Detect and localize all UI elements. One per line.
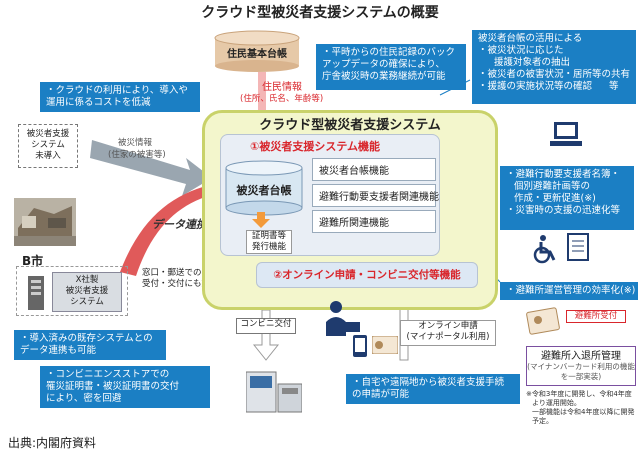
function-evacuation-support: 避難行動要支援者関連機能 [312, 184, 439, 207]
convenience-delivery-label: コンビニ交付 [236, 318, 296, 334]
document-icon [566, 232, 592, 262]
ledger-label: 被災者台帳 [236, 184, 292, 197]
victim-info-detail: (住家の被害等) [108, 150, 166, 160]
backup-note-line-1: ・平時からの住民記録のバック [322, 47, 456, 58]
resident-registry: 住民基本台帳 [214, 30, 300, 72]
ledger-usage-item-4: ・援護の実施状況等の確認 [478, 81, 593, 92]
shelter-note-mark: (※) [620, 285, 636, 296]
window-counter-text: 窓口・郵送での 受付・交付にも対応 [142, 268, 219, 290]
shelter-note: ・避難所運営管理の効率化(※) [500, 282, 638, 300]
company-x-line-2: 被災者支援 [65, 286, 109, 296]
victim-ledger: 被災者台帳 [224, 160, 304, 216]
ledger-usage-item-3: ・被災者の被害状況・居所等の共有 [478, 69, 631, 80]
footnote: ※令和3年度に開発し、令和4年度 より運用開始。 一部機能は令和4年度以降に開発… [526, 390, 634, 426]
home-application-note: ・自宅や遠隔地から被災者支援手続 の申請が可能 [346, 374, 520, 404]
convenience-note-line-1: ・コンビニエンスストアでの [46, 369, 170, 380]
online-application-box: オンライン申請 (マイナポータル利用) [400, 320, 496, 346]
id-card-icon [371, 335, 399, 355]
convenience-note-line-3: により、密を回避 [46, 393, 122, 404]
shelter-management-title: 避難所入退所管理 [541, 351, 621, 362]
convenience-arrow [252, 309, 280, 361]
computer-icon [548, 120, 584, 150]
convenience-note-line-2: 罹災証明書・被災証明書の交付 [46, 381, 180, 392]
window-counter-line-2: 受付・交付にも対応 [142, 279, 219, 289]
cloud-cost-note: ・クラウドの利用により、導入や 運用に係るコストを低減 [40, 82, 200, 112]
cloud-cost-line-1: ・クラウドの利用により、導入や [46, 85, 188, 96]
evac-note-line-3: 作成・更新促進 [514, 193, 581, 204]
footnote-line-4: 予定。 [532, 417, 553, 425]
company-x-line-3: システム [70, 297, 104, 307]
city-b-label: B市 [22, 254, 44, 268]
backup-note-line-2: アップデータの確保により、 [322, 59, 445, 70]
resident-info-title: 住民情報 [262, 82, 302, 93]
victim-info-arrow [90, 140, 212, 196]
online-app-line-2: (マイナポータル利用) [406, 332, 490, 342]
footnote-line-1: ※令和3年度に開発し、令和4年度 [526, 390, 632, 398]
online-app-line-1: オンライン申請 [418, 321, 478, 331]
certificate-box: 証明書等 発行機能 [246, 230, 292, 254]
damaged-building-image [14, 198, 76, 246]
backup-note-line-3: 庁舎被災時の業務継続が可能 [322, 71, 446, 82]
wheelchair-icon [530, 234, 560, 264]
section1-title: ①被災者支援システム機能 [250, 140, 380, 153]
not-installed-line-3: 未導入 [35, 151, 61, 161]
function-ledger: 被災者台帳機能 [312, 158, 436, 181]
evac-note-line-1: ・避難行動要支援者名簿・ [506, 169, 621, 180]
existing-system-note: ・導入済みの既存システムとの データ連携も可能 [14, 330, 166, 360]
not-installed-box: 被災者支援 システム 未導入 [18, 124, 78, 168]
kiosk-printer-icon [245, 362, 303, 414]
ledger-usage-item-5: 等 [609, 81, 619, 92]
reception-card-icon [524, 304, 564, 340]
ledger-usage-item-1: ・被災状況に応じた [478, 45, 564, 56]
victim-info-title: 被災情報 [118, 138, 153, 148]
footnote-line-2: より運用開始。 [532, 399, 581, 407]
certificate-line-1: 証明書等 [251, 231, 286, 241]
shelter-reception-badge: 避難所受付 [566, 310, 626, 323]
company-x-line-1: X社製 [75, 275, 99, 285]
shelter-management-detail-2: を一部実装) [560, 372, 602, 381]
ledger-usage-item-2: 援護対象者の抽出 [494, 57, 571, 68]
certificate-line-2: 発行機能 [251, 242, 286, 252]
certificate-arrow-icon [252, 212, 270, 228]
not-installed-line-1: 被災者支援 [26, 129, 70, 139]
cloud-cost-line-2: 運用に係るコストを低減 [46, 97, 151, 108]
ledger-usage-title: 被災者台帳の活用による [478, 33, 583, 44]
evac-note-line-3-mark: (※) [580, 193, 596, 204]
home-note-line-1: ・自宅や遠隔地から被災者支援手続 [352, 377, 505, 388]
not-installed-line-2: システム [31, 140, 65, 150]
section2-area [256, 262, 478, 288]
function-shelter: 避難所関連機能 [312, 210, 436, 233]
shelter-management-box: 避難所入退所管理 (マイナンバーカード利用の機能 を一部実装) [526, 346, 636, 386]
evacuation-note: ・避難行動要支援者名簿・ 個別避難計画等の 作成・更新促進(※) ・災害時の支援… [500, 166, 634, 230]
server-icon [26, 276, 46, 310]
shelter-note-line: ・避難所運営管理の効率化 [506, 285, 621, 296]
evac-note-line-2: 個別避難計画等の [514, 181, 591, 192]
home-note-line-2: の申請が可能 [352, 389, 410, 400]
existing-note-line-1: ・導入済みの既存システムとの [20, 333, 153, 344]
person-laptop-icon [322, 300, 362, 340]
convenience-note: ・コンビニエンスストアでの 罹災証明書・被災証明書の交付 により、密を回避 [40, 366, 210, 408]
evac-note-line-4: ・災害時の支援の迅速化等 [506, 205, 621, 216]
registry-label: 住民基本台帳 [227, 49, 287, 60]
resident-info-detail: (住所、氏名、年齢等) [240, 94, 324, 104]
section2-title: ②オンライン申請・コンビニ交付等機能 [273, 269, 461, 281]
window-counter-line-1: 窓口・郵送での [142, 268, 202, 278]
shelter-management-detail-1: (マイナンバーカード利用の機能 [527, 362, 635, 371]
backup-note: ・平時からの住民記録のバック アップデータの確保により、 庁舎被災時の業務継続が… [316, 44, 466, 90]
page-title: クラウド型被災者支援システムの概要 [201, 5, 439, 21]
phone-icon [352, 334, 368, 358]
existing-note-line-2: データ連携も可能 [20, 345, 97, 356]
ledger-usage-note: 被災者台帳の活用による ・被災状況に応じた 援護対象者の抽出 ・被災者の被害状況… [472, 30, 636, 104]
data-link-label: データ連携 [152, 218, 207, 231]
source-caption: 出典:内閣府資料 [8, 436, 97, 450]
city-b-box [16, 266, 128, 316]
cloud-title: クラウド型被災者支援システム [259, 118, 441, 133]
footnote-line-3: 一部機能は令和4年度以降に開発 [532, 408, 635, 416]
company-x-system: X社製 被災者支援 システム [52, 272, 122, 312]
